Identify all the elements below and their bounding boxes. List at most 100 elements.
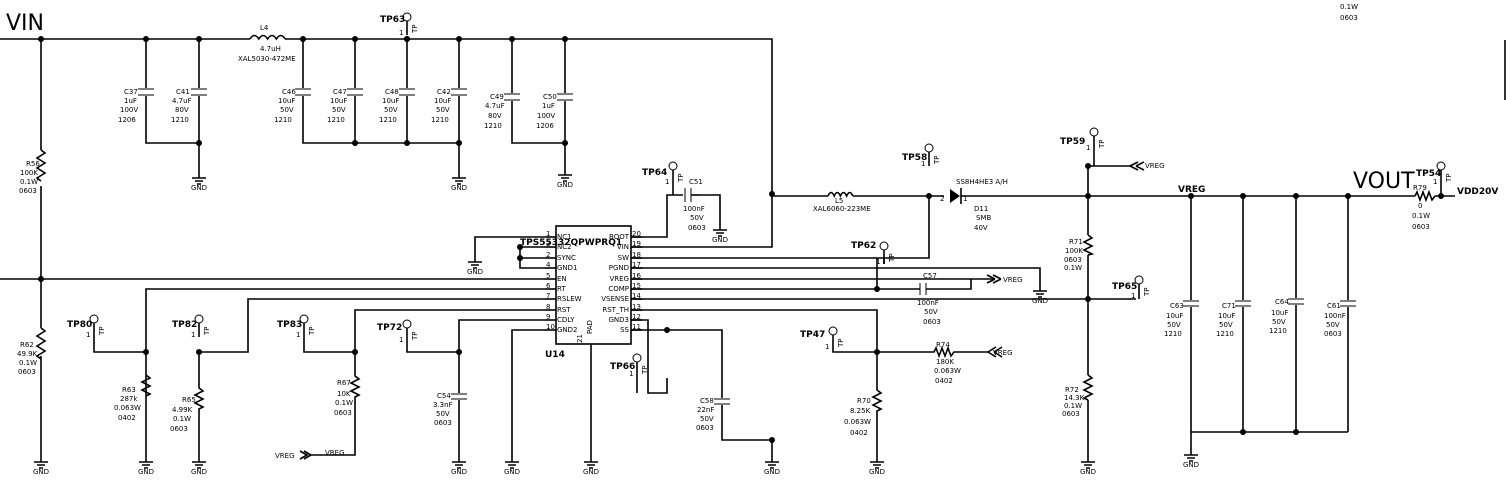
inductor-l5[interactable]: L5 XAL6060-223ME bbox=[813, 191, 871, 214]
r74-power: 0.063W bbox=[934, 367, 961, 375]
resistor-r71[interactable]: R71 100K 0603 0.1W bbox=[1064, 234, 1095, 272]
capacitor-c63[interactable]: C63 10uF 50V 1210 bbox=[1164, 302, 1184, 338]
ic-pin-num-left: 1 bbox=[546, 230, 550, 238]
r72-package: 0603 bbox=[1062, 410, 1080, 418]
c71-value: 10uF bbox=[1218, 312, 1235, 320]
inductor-l4[interactable]: L4 4.7uH XAL5030-472ME bbox=[238, 24, 296, 63]
resistor-r79[interactable]: R79 0 0.1W 0603 bbox=[1412, 184, 1436, 231]
tp-tag: TP bbox=[677, 174, 685, 184]
c58-ref: C58 bbox=[700, 397, 714, 405]
capacitor-c58[interactable]: C58 22nF 50V 0603 bbox=[696, 397, 730, 432]
r79-power: 0.1W bbox=[1412, 212, 1430, 220]
ic-right-wiring bbox=[631, 191, 1088, 462]
c58-value: 22nF bbox=[697, 406, 714, 414]
input-rail: VIN bbox=[0, 11, 773, 462]
tp-label: TP64 bbox=[642, 168, 667, 178]
c61-package: 0603 bbox=[1324, 330, 1342, 338]
tp-label: TP62 bbox=[851, 241, 876, 251]
r56-ref: R56 bbox=[26, 160, 40, 168]
c54-value: 3.3nF bbox=[433, 401, 453, 409]
capacitor-c48[interactable]: C48 10uF 50V 1210 bbox=[379, 88, 399, 124]
c46-voltage: 50V bbox=[280, 106, 294, 114]
vreg-ports: VREG VREG bbox=[986, 161, 1165, 284]
r79-package: 0603 bbox=[1412, 223, 1430, 231]
capacitor-c46[interactable]: C46 10uF 50V 1210 bbox=[274, 88, 296, 124]
capacitor-c61[interactable]: C61 100nF 50V 0603 bbox=[1324, 302, 1346, 338]
ic-pin-name-left: EN bbox=[557, 275, 567, 283]
c71-ref: C71 bbox=[1222, 302, 1236, 310]
tp-tag: TP bbox=[1098, 140, 1106, 150]
capacitor-c71[interactable]: C71 10uF 50V 1210 bbox=[1216, 302, 1236, 338]
c58-package: 0603 bbox=[696, 424, 714, 432]
r67-vreg-right: VREG bbox=[325, 449, 345, 457]
r63-value: 287k bbox=[120, 395, 138, 403]
c57-ref: C57 bbox=[923, 272, 937, 280]
r67-ref: R67 bbox=[337, 379, 351, 387]
c42-voltage: 50V bbox=[436, 106, 450, 114]
tp-pin: 1 bbox=[296, 331, 300, 339]
c49-value: 4.7uF bbox=[485, 102, 505, 110]
gnd-label: GND bbox=[191, 468, 207, 476]
l4-part: XAL5030-472ME bbox=[238, 55, 296, 63]
ic-pin-name-right: COMP bbox=[608, 285, 629, 293]
input-caps-3 bbox=[504, 36, 573, 175]
ic-pin-num-right: 18 bbox=[632, 251, 641, 259]
capacitor-c41[interactable]: C41 4.7uF 80V 1210 bbox=[171, 88, 192, 124]
tp-label: TP65 bbox=[1112, 282, 1137, 292]
tp-label: TP72 bbox=[377, 323, 402, 333]
resistor-r56[interactable]: R56 100K 0.1W 0603 bbox=[19, 149, 47, 195]
r56-package: 0603 bbox=[19, 187, 37, 195]
capacitor-c54[interactable]: C54 3.3nF 50V 0603 bbox=[433, 349, 467, 462]
capacitor-c49[interactable]: C49 4.7uF 80V 1210 bbox=[484, 93, 505, 130]
resistor-r70[interactable]: R70 8.25K 0.063W 0402 bbox=[844, 349, 883, 462]
vreg-port-comp: VREG bbox=[1003, 276, 1023, 284]
resistor-r63[interactable]: R63 287k 0.063W 0402 bbox=[114, 374, 152, 422]
c63-package: 1210 bbox=[1164, 330, 1182, 338]
r62-ref: R62 bbox=[20, 341, 34, 349]
tp-label: TP66 bbox=[610, 362, 635, 372]
capacitor-c37[interactable]: C37 1uF 100V 1206 bbox=[118, 88, 138, 124]
resistor-r67[interactable]: R67 10K 0.1W 0603 VREG VREG bbox=[143, 349, 361, 460]
capacitor-c57[interactable]: C57 100nF 50V 0603 bbox=[917, 272, 941, 326]
ic-pin-name-left: CDLY bbox=[557, 316, 575, 324]
capacitor-c51[interactable]: C51 100nF 50V 0603 bbox=[683, 178, 706, 232]
ic-pin-num-left: 3 bbox=[546, 240, 550, 248]
capacitor-c47[interactable]: C47 10uF 50V 1210 bbox=[327, 88, 347, 124]
capacitor-c50[interactable]: C50 1uF 100V 1206 bbox=[536, 93, 557, 130]
ic-pin-num-right: 20 bbox=[632, 230, 641, 238]
resistor-r62[interactable]: R62 49.9K 0.1W 0603 bbox=[17, 327, 47, 376]
r71-ref: R71 bbox=[1069, 238, 1083, 246]
vreg-port-tp59: VREG bbox=[1145, 162, 1165, 170]
resistor-r74[interactable]: R74 180K 0.063W 0402 VREG bbox=[877, 341, 1013, 385]
ic-pin-name-right: BOOT bbox=[609, 233, 630, 241]
capacitor-c64[interactable]: C64 10uF 50V 1210 bbox=[1269, 298, 1289, 335]
resistor-r65[interactable]: R65 4.99K 0.1W 0603 bbox=[170, 349, 205, 462]
resistor-r72[interactable]: R72 14.3K 0.1W 0603 bbox=[1062, 374, 1094, 418]
ic-pin-num-left: 10 bbox=[546, 323, 555, 331]
c71-package: 1210 bbox=[1216, 330, 1234, 338]
capacitor-c42[interactable]: C42 10uF 50V 1210 bbox=[431, 88, 451, 124]
gnd-label: GND bbox=[583, 468, 599, 476]
gnd-label: GND bbox=[191, 184, 207, 192]
ic-pin-name-left: NC1 bbox=[557, 233, 572, 241]
diode-d11[interactable]: SS8H4HE3 A/H 2 1 D11 SMB 40V bbox=[940, 178, 1088, 232]
tp-label: TP80 bbox=[67, 320, 92, 330]
ic-pin-name-left: SYNC bbox=[557, 254, 576, 262]
gnd-label: GND bbox=[467, 268, 483, 276]
